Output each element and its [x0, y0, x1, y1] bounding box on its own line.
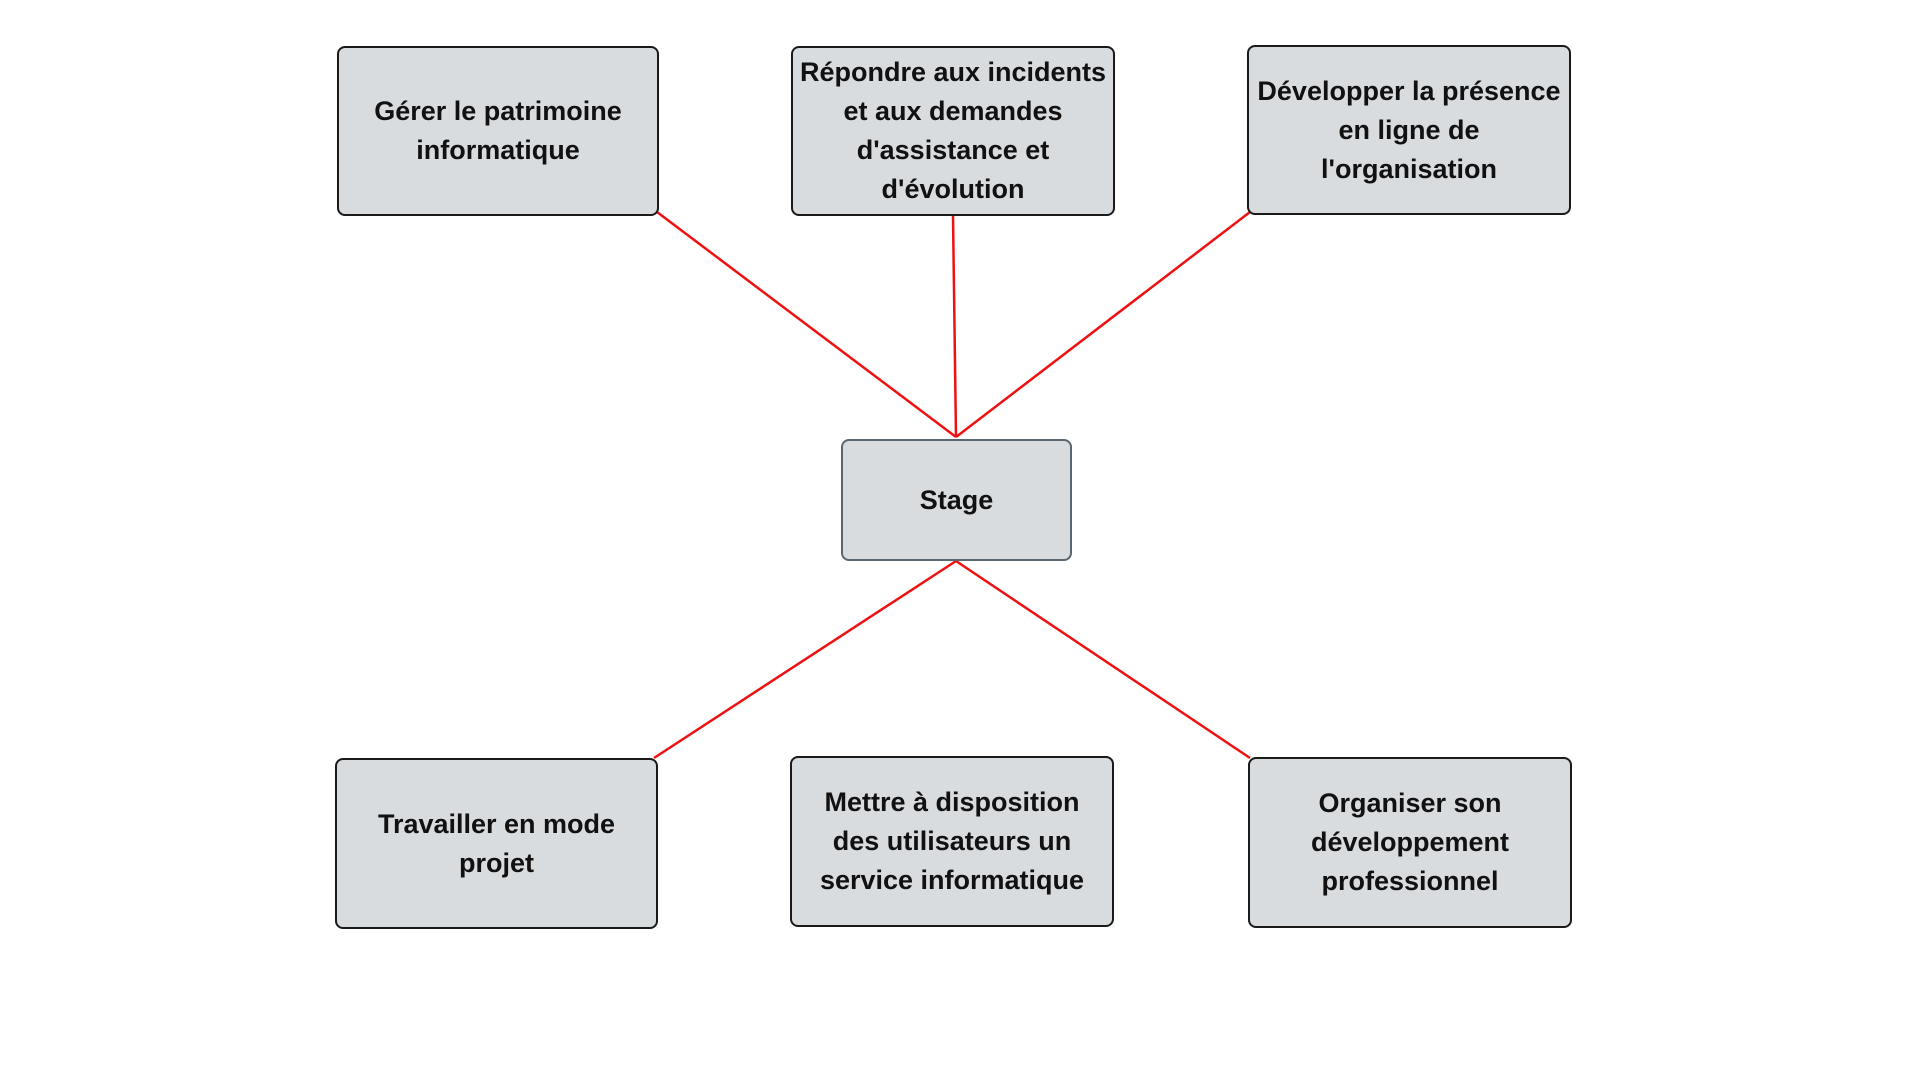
connector-top-right: [955, 211, 1251, 438]
center-label: Stage: [919, 484, 994, 515]
node-gerer-patrimoine[interactable]: Gérer le patrimoine informatique: [337, 46, 659, 216]
node-organiser-developpement[interactable]: Organiser son développement professionne…: [1248, 757, 1572, 928]
connector-top-mid: [951, 215, 958, 438]
node-label: Gérer le patrimoine informatique: [374, 96, 622, 165]
node-label: Organiser son développement professionne…: [1310, 788, 1510, 896]
node-label: Répondre aux incidents et aux demandes d…: [799, 57, 1107, 204]
node-developper-presence[interactable]: Développer la présence en ligne de l'org…: [1247, 45, 1571, 215]
node-repondre-incidents[interactable]: Répondre aux incidents et aux demandes d…: [791, 46, 1115, 216]
connector-bot-right: [955, 559, 1251, 760]
node-travailler-projet[interactable]: Travailler en mode projet: [335, 758, 658, 929]
node-label: Travailler en mode projet: [377, 808, 616, 878]
node-center-stage[interactable]: Stage: [841, 439, 1072, 561]
node-label: Mettre à disposition des utilisateurs un…: [819, 787, 1085, 895]
connector-bot-left: [653, 559, 957, 760]
connector-top-left: [656, 211, 957, 438]
node-label: Développer la présence en ligne de l'org…: [1257, 75, 1561, 184]
node-mettre-disposition[interactable]: Mettre à disposition des utilisateurs un…: [790, 756, 1114, 927]
